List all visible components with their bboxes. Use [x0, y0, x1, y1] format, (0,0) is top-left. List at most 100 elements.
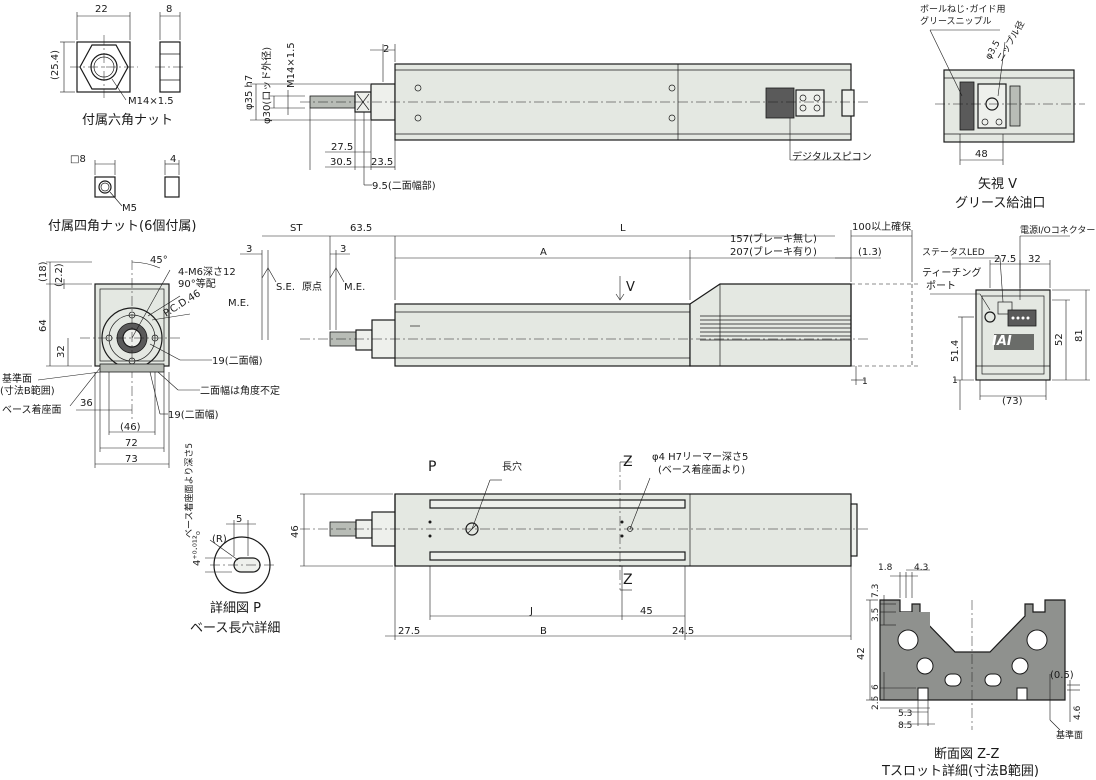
- dim-8-5: 8.5: [898, 721, 912, 731]
- label-angle-45: 45°: [150, 255, 168, 266]
- label-base-mount: ベース着座面: [2, 403, 62, 416]
- dim-30-5: 30.5: [330, 157, 352, 168]
- dim-st: ST: [290, 223, 303, 234]
- label-status-led: ステータスLED: [922, 247, 985, 258]
- dim-45: 45: [640, 606, 653, 617]
- dim-27-5-ctrl: 27.5: [994, 254, 1016, 265]
- dim-36: 36: [80, 398, 93, 409]
- motor-fins: [700, 315, 851, 341]
- dim-2: 2: [383, 44, 389, 55]
- label-detail-p-sub: ベース長穴詳細: [190, 620, 280, 636]
- dim-18: (18): [38, 261, 49, 282]
- label-nipple-dia-2: ニップル径: [994, 19, 1027, 64]
- section-zz-view: [866, 569, 1080, 731]
- label-long-hole: 長穴: [502, 460, 522, 473]
- bottom-view-actuator: [300, 461, 870, 640]
- label-ref-surface: 基準面: [2, 372, 32, 385]
- label-hex-nut: 付属六角ナット: [82, 113, 173, 128]
- label-view-v-sub: グリース給油口: [955, 196, 1045, 211]
- dim-3-a: 3: [246, 244, 252, 255]
- dim-6: 6: [871, 684, 881, 690]
- main-side-view: [240, 230, 920, 385]
- dim-32: 32: [56, 345, 67, 358]
- dim-24-5: 24.5: [672, 626, 694, 637]
- dim-51-4: 51.4: [950, 340, 961, 362]
- label-section-zz: 断面図 Z-Z: [934, 747, 1000, 762]
- dim-l: L: [620, 223, 626, 234]
- label-reamer-1: φ4 H7リーマー深さ5: [652, 451, 748, 463]
- view-v-grease: [929, 29, 1085, 165]
- top-view-actuator: [250, 44, 870, 186]
- iai-logo: IAI: [992, 334, 1012, 349]
- label-me-2: M.E.: [344, 282, 365, 293]
- controller-end-view: [930, 235, 1090, 410]
- dim-m14: M14×1.5: [286, 42, 297, 88]
- dim-42: 42: [856, 647, 867, 660]
- dim-3-b: 3: [340, 244, 346, 255]
- label-square-nut: 付属四角ナット(6個付属): [48, 219, 196, 234]
- dim-7-3: 7.3: [871, 584, 881, 598]
- dim-4-6: 4.6: [1073, 705, 1083, 720]
- dim-a: A: [540, 247, 547, 258]
- label-me-1: M.E.: [228, 298, 249, 309]
- label-teaching-1: ティーチング: [922, 266, 981, 279]
- label-origin: 原点: [302, 281, 322, 293]
- label-power-io: 電源I/Oコネクター: [1020, 225, 1095, 236]
- dim-3-5: 3.5: [871, 608, 881, 622]
- label-depth-5: ベース着座面より深さ5: [183, 443, 195, 538]
- label-section-zz-sub: Tスロット詳細(寸法B範囲): [881, 763, 1039, 779]
- label-flats-19-a: 19(二面幅): [212, 354, 263, 367]
- label-v: V: [626, 280, 635, 295]
- dim-rod-dia: φ30(ロッド外径): [260, 47, 273, 124]
- dim-5: 5: [236, 514, 242, 525]
- label-se: S.E.: [276, 282, 295, 293]
- label-flats-19-b: 19(二面幅): [168, 408, 219, 421]
- end-view-flange: [37, 260, 212, 468]
- dim-tol: 4⁺⁰·⁰¹²₀: [192, 531, 203, 566]
- dim-brake-with: 207(ブレーキ有り): [730, 245, 817, 258]
- dim-72: 72: [125, 438, 138, 449]
- label-grease-nipple-1: ボールねじ･ガイド用: [920, 4, 1006, 15]
- dim-22: 22: [95, 4, 108, 15]
- label-view-v: 矢視 V: [978, 177, 1017, 192]
- label-digital-speedcon: デジタルスピコン: [792, 150, 872, 163]
- dim-1-main: 1: [862, 377, 868, 387]
- dim-52: 52: [1054, 333, 1065, 346]
- dim-73p: (73): [1002, 396, 1023, 407]
- label-dim-b-range: (寸法B範囲): [0, 384, 55, 397]
- dim-81: 81: [1074, 329, 1085, 342]
- dim-27-5: 27.5: [331, 142, 353, 153]
- dim-64: 64: [38, 319, 49, 332]
- dim-25-4: (25.4): [50, 50, 61, 80]
- dim-sq8: □8: [70, 154, 86, 165]
- label-flats-9-5: 9.5(二面幅部): [372, 179, 436, 192]
- dim-23-5: 23.5: [371, 157, 393, 168]
- dim-100: 100以上確保: [852, 220, 911, 233]
- label-detail-p: 詳細図 P: [210, 600, 261, 616]
- dim-j: J: [529, 606, 533, 617]
- label-r: (R): [212, 534, 227, 545]
- label-ref-surface-2: 基準面: [1056, 729, 1083, 741]
- dim-2-5: 2.5: [871, 696, 881, 710]
- dim-brake-none: 157(ブレーキ無し): [730, 232, 817, 245]
- dim-27-5-bottom: 27.5: [398, 626, 420, 637]
- hex-nut-view: [60, 12, 185, 101]
- square-nut-view: [94, 160, 180, 207]
- dim-73: 73: [125, 454, 138, 465]
- label-flats-angle: 二面幅は角度不定: [200, 384, 280, 397]
- label-teaching-2: ポート: [926, 280, 956, 292]
- detail-p-view: [205, 520, 275, 594]
- dim-5-3: 5.3: [898, 709, 912, 719]
- label-p: P: [428, 459, 436, 475]
- dim-1-ctrl: 1: [952, 376, 958, 386]
- label-m5: M5: [122, 203, 137, 214]
- dim-b: B: [540, 626, 547, 637]
- label-z-top: Z: [623, 454, 633, 470]
- label-reamer-2: (ベース着座面より): [658, 463, 745, 476]
- dim-8: 8: [166, 4, 172, 15]
- dim-48: 48: [975, 149, 988, 160]
- label-m14-hex: M14×1.5: [128, 96, 174, 107]
- label-grease-nipple-2: グリースニップル: [920, 15, 992, 27]
